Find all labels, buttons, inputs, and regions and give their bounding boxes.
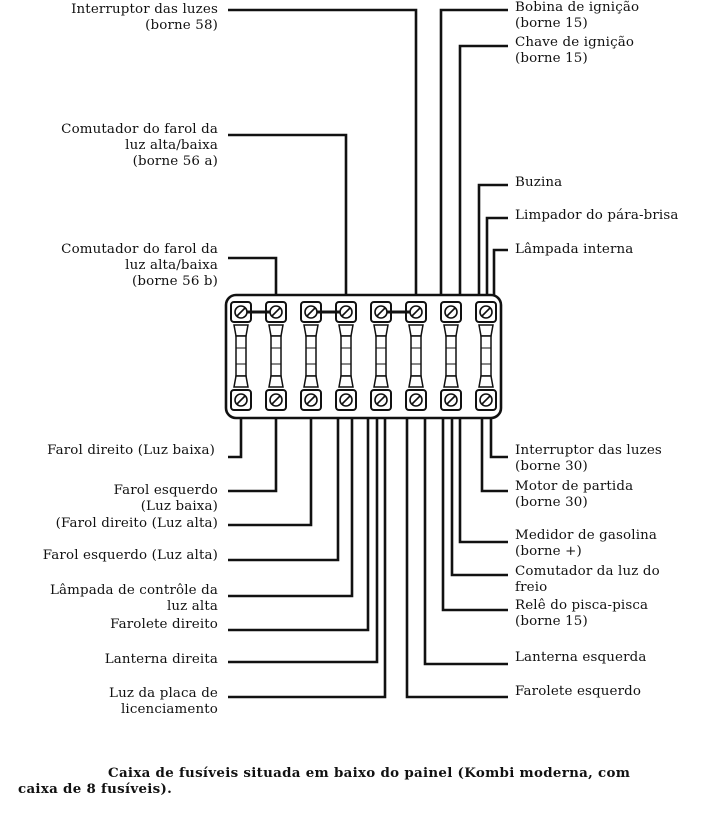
fuse-body	[340, 335, 352, 377]
fuse-clip-bottom	[443, 375, 459, 388]
wire-22	[423, 412, 508, 666]
fuse-body	[410, 335, 422, 377]
label-chave-ignicao: Chave de ignição(borne 15)	[515, 35, 635, 66]
wire-9	[228, 410, 243, 459]
fuse-box	[224, 293, 503, 420]
wire-6	[477, 183, 508, 298]
fuse-clip-top	[303, 324, 319, 337]
label-limpador: Limpador do pára-brisa	[515, 208, 679, 223]
fuse-3	[300, 301, 322, 411]
caption-line-1: Caixa de fusíveis situada em baixo do pa…	[108, 765, 631, 781]
fuse-clip-top	[233, 324, 249, 337]
fuse-body	[305, 335, 317, 377]
fuse-6	[405, 301, 427, 411]
fuse-clip-bottom	[303, 375, 319, 388]
wire-17	[489, 410, 508, 459]
fuse-7	[440, 301, 462, 411]
fuse-clip-top	[373, 324, 389, 337]
wire-12	[228, 412, 340, 562]
fuse-2	[265, 301, 287, 411]
wire-18	[480, 410, 508, 493]
fuse-clip-bottom	[373, 375, 389, 388]
wire-4	[439, 8, 508, 298]
label-farol-direito-baixa: Farol direito (Luz baixa)	[47, 443, 215, 458]
label-farolete-direito: Farolete direito	[110, 617, 218, 632]
label-lanterna-esquerda: Lanterna esquerda	[515, 650, 647, 665]
label-farol-esquerdo-baixa: Farol esquerdo(Luz baixa)	[113, 483, 218, 514]
fuse-body	[235, 335, 247, 377]
fuse-box-housing	[224, 293, 503, 420]
label-farol-esquerdo-alta: Farol esquerdo (Luz alta)	[42, 548, 218, 563]
fuse-clip-top	[268, 324, 284, 337]
wire-1	[228, 8, 418, 303]
wires	[228, 8, 508, 699]
fuse-clip-top	[408, 324, 424, 337]
fuse-clip-bottom	[408, 375, 424, 388]
wire-3	[228, 256, 278, 303]
fuse-1	[230, 301, 252, 411]
wire-21	[441, 412, 508, 612]
wire-19	[458, 412, 508, 544]
fuse-4	[335, 301, 357, 411]
label-lampada-interna: Lâmpada interna	[515, 242, 634, 257]
fuse-5	[370, 301, 392, 411]
fuse-clip-bottom	[233, 375, 249, 388]
label-motor-partida: Motor de partida(borne 30)	[515, 479, 634, 510]
fuse-clip-top	[338, 324, 354, 337]
label-interruptor-luzes-30: Interruptor das luzes(borne 30)	[515, 443, 662, 474]
fuse-clip-top	[478, 324, 494, 337]
label-medidor-gasolina: Medidor de gasolina(borne +)	[515, 528, 658, 559]
wire-5	[458, 44, 508, 298]
label-lanterna-direita: Lanterna direita	[104, 652, 218, 667]
wire-7	[485, 216, 508, 298]
label-farolete-esquerdo: Farolete esquerdo	[515, 684, 642, 699]
wire-13	[228, 412, 354, 598]
wire-20	[450, 412, 508, 577]
caption-line-2: caixa de 8 fusíveis).	[18, 781, 173, 797]
wire-23	[405, 412, 508, 699]
label-bobina-ignicao: Bobina de ignição(borne 15)	[515, 0, 640, 31]
label-interruptor-luzes-58: Interruptor das luzes(borne 58)	[71, 2, 218, 33]
fuse-body	[480, 335, 492, 377]
fuse-body	[375, 335, 387, 377]
wire-10	[228, 410, 278, 493]
fuse-clip-top	[443, 324, 459, 337]
wire-2	[228, 133, 348, 303]
fuse-clip-bottom	[338, 375, 354, 388]
fuse-clip-bottom	[478, 375, 494, 388]
wire-16	[228, 412, 387, 699]
wire-14	[228, 412, 370, 632]
label-farol-direito-alta: (Farol direito (Luz alta)	[55, 516, 218, 531]
label-buzina: Buzina	[515, 175, 563, 190]
fuse-8	[475, 301, 497, 411]
fuse-clip-bottom	[268, 375, 284, 388]
wire-11	[228, 410, 313, 527]
label-rele-pisca: Relê do pisca-pisca(borne 15)	[515, 598, 649, 629]
fuse-body	[270, 335, 282, 377]
figure-caption: Caixa de fusíveis situada em baixo do pa…	[18, 765, 708, 797]
fuse-body	[445, 335, 457, 377]
wire-8	[492, 248, 508, 298]
wire-15	[228, 412, 379, 664]
